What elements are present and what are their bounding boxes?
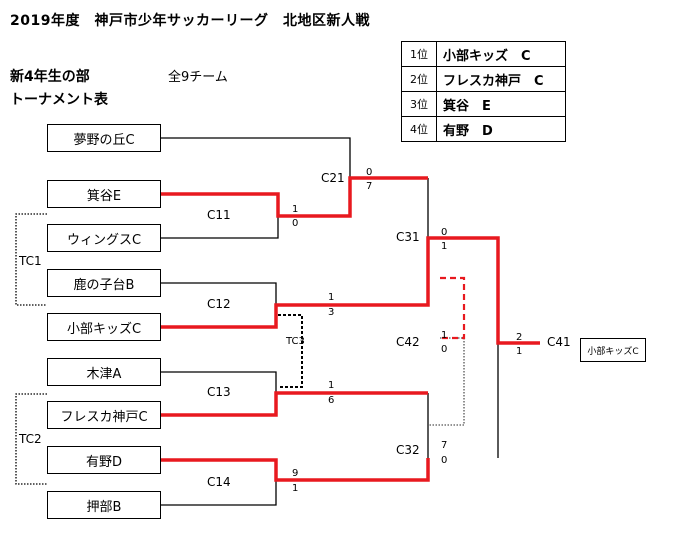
- team-box: 夢野の丘C: [47, 124, 161, 152]
- bracket-red-lines: [161, 176, 540, 482]
- line-c13-top: [161, 371, 277, 393]
- score: 0: [441, 227, 448, 238]
- line-c14-bot: [161, 480, 277, 506]
- team-box: 箕谷E: [47, 180, 161, 208]
- score: 9: [292, 468, 299, 479]
- ranking-team: フレスカ神戸 C: [436, 66, 566, 92]
- line-c11-bot: [161, 216, 279, 239]
- score: 1: [328, 292, 335, 303]
- bracket-third-place-lines: [440, 276, 466, 340]
- score: 1: [516, 346, 523, 357]
- score: 0: [441, 455, 448, 466]
- line-c14-winner: [161, 458, 430, 482]
- ranking-row: 3位箕谷 E: [401, 91, 566, 117]
- match-label-c41: C41: [547, 335, 571, 349]
- score: 1: [292, 204, 299, 215]
- match-label-tc1: TC1: [19, 254, 42, 268]
- score: 6: [328, 395, 335, 406]
- match-label-c13: C13: [207, 385, 231, 399]
- team-box: 有野D: [47, 446, 161, 474]
- team-box: ウィングスC: [47, 224, 161, 252]
- match-label-c12: C12: [207, 297, 231, 311]
- score: 3: [328, 307, 335, 318]
- page-title: 2019年度 神戸市少年サッカーリーグ 北地区新人戦: [10, 13, 370, 29]
- ranking-pos: 4位: [401, 116, 437, 142]
- score: 1: [441, 330, 448, 341]
- line-tc1: [15, 213, 47, 306]
- ranking-pos: 2位: [401, 66, 437, 92]
- bracket-black-lines: [15, 137, 499, 506]
- team-box: 木津A: [47, 358, 161, 386]
- bracket-title: トーナメント表: [10, 92, 108, 108]
- line-tc3: [278, 314, 303, 388]
- line-c42-top: [440, 276, 466, 340]
- ranking-pos: 3位: [401, 91, 437, 117]
- ranking-table: 1位小部キッズ C 2位フレスカ神戸 C 3位箕谷 E 4位有野 D: [401, 41, 566, 142]
- score: 0: [366, 167, 373, 178]
- team-box: 押部B: [47, 491, 161, 519]
- score: 0: [292, 218, 299, 229]
- ranking-team: 箕谷 E: [436, 91, 566, 117]
- score: 0: [441, 344, 448, 355]
- match-label-c21: C21: [321, 171, 345, 185]
- match-label-tc3: TC3: [286, 336, 305, 347]
- ranking-team: 有野 D: [436, 116, 566, 142]
- line-c21-top: [161, 137, 351, 178]
- ranking-pos: 1位: [401, 41, 437, 67]
- match-label-c11: C11: [207, 208, 231, 222]
- champion-box: 小部キッズC: [580, 338, 646, 362]
- score: 1: [441, 241, 448, 252]
- score: 1: [292, 483, 299, 494]
- match-label-c14: C14: [207, 475, 231, 489]
- match-label-c42: C42: [396, 335, 420, 349]
- match-label-c31: C31: [396, 230, 420, 244]
- match-label-tc2: TC2: [19, 432, 42, 446]
- line-c11-winner: [161, 176, 428, 218]
- match-label-c32: C32: [396, 443, 420, 457]
- line-tc2: [15, 393, 47, 485]
- line-c12-winner: [161, 236, 540, 345]
- line-c13-winner: [161, 391, 428, 417]
- line-c12-top: [161, 282, 277, 305]
- team-count: 全9チーム: [168, 70, 228, 85]
- team-box: 小部キッズC: [47, 313, 161, 341]
- division-title: 新4年生の部: [10, 69, 90, 85]
- score: 2: [516, 332, 523, 343]
- team-box: フレスカ神戸C: [47, 401, 161, 429]
- ranking-row: 2位フレスカ神戸 C: [401, 66, 566, 92]
- ranking-row: 4位有野 D: [401, 116, 566, 142]
- score: 7: [441, 440, 448, 451]
- team-box: 鹿の子台B: [47, 269, 161, 297]
- score: 7: [366, 181, 373, 192]
- score: 1: [328, 380, 335, 391]
